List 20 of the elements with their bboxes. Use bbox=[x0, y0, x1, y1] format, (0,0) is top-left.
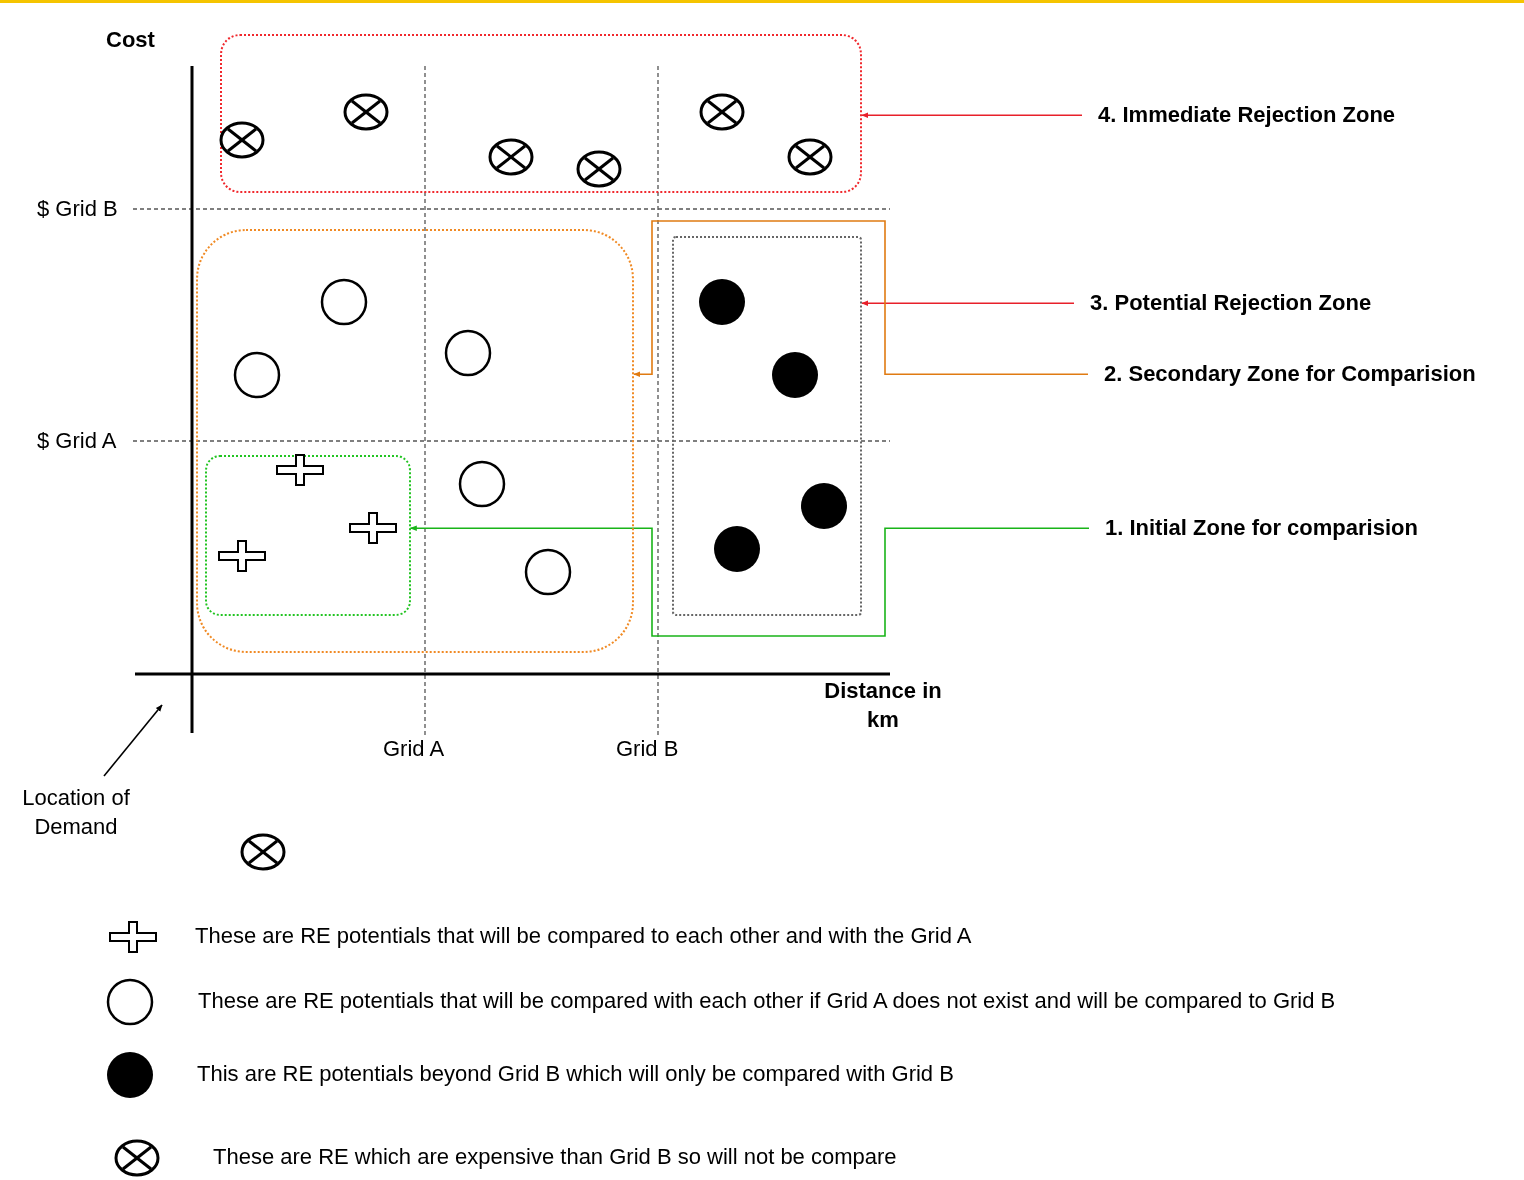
axis-title: Cost bbox=[106, 27, 155, 54]
zone-label: 2. Secondary Zone for Comparision bbox=[1104, 361, 1476, 388]
axis-tick-label: Grid A bbox=[383, 736, 445, 763]
legend-text: These are RE which are expensive than Grid B so will not be compare bbox=[213, 1144, 897, 1171]
axis-tick-label: $ Grid B bbox=[37, 196, 118, 223]
axis-tick-label: $ Grid A bbox=[37, 428, 117, 455]
arrow bbox=[861, 112, 1083, 118]
axis-tick-label: Grid B bbox=[616, 736, 679, 763]
zone-label: 1. Initial Zone for comparision bbox=[1105, 515, 1418, 542]
axis-title: Distance in km bbox=[823, 677, 943, 734]
arrow bbox=[409, 525, 1090, 637]
legend-text: These are RE potentials that will be compared to each other and with the Grid A bbox=[195, 923, 972, 950]
arrow bbox=[861, 300, 1075, 306]
annotation-text: Location of Demand bbox=[14, 784, 138, 842]
zone-label: 3. Potential Rejection Zone bbox=[1090, 290, 1372, 317]
legend-text: These are RE potentials that will be compared with each other if Grid A does not exist and will be compared to Grid B bbox=[198, 988, 1336, 1015]
zone-label: 4. Immediate Rejection Zone bbox=[1098, 102, 1396, 129]
arrow bbox=[103, 704, 163, 777]
legend-text: This are RE potentials beyond Grid B which will only be compared with Grid B bbox=[197, 1061, 954, 1088]
arrow bbox=[633, 220, 1089, 377]
